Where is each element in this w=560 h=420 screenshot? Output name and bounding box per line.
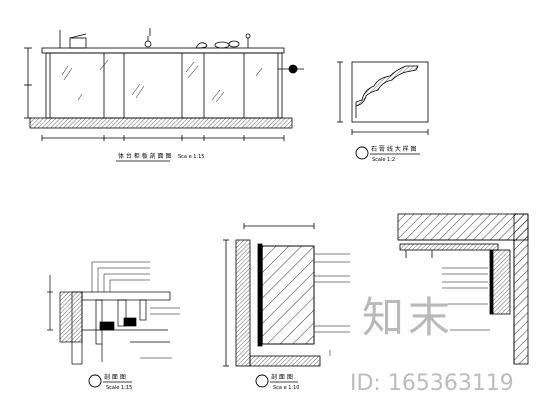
- counter-elevation-scale: Sca e 1:15: [178, 154, 204, 160]
- crown-molding-scale: Scale 1:2: [372, 157, 395, 163]
- section-a-scale: Scale 1:15: [106, 385, 132, 391]
- crown-molding-marker: [355, 146, 369, 160]
- watermark: 知末 ID: 165363119: [350, 293, 514, 396]
- section-b-scale: Sca e 1:10: [273, 385, 299, 391]
- section-a-title: 剖 面 图: [104, 373, 126, 381]
- section-b-title: 剖 面 图: [271, 373, 293, 381]
- crown-molding-title: 石 膏 线 大 样 图: [371, 145, 417, 153]
- ceiling-corner-detail: [397, 213, 529, 365]
- crown-molding-detail: [337, 61, 429, 135]
- section-a-detail: [47, 261, 180, 365]
- section-b-marker: [255, 374, 269, 388]
- section-b-detail: [223, 223, 350, 367]
- watermark-id: ID: 165363119: [350, 371, 514, 396]
- counter-elevation-title: 体 台 柜 板 剖 面 图: [118, 152, 171, 160]
- watermark-logo: 知末: [362, 293, 454, 342]
- counter-elevation: [24, 28, 304, 141]
- section-a-marker: [88, 374, 102, 388]
